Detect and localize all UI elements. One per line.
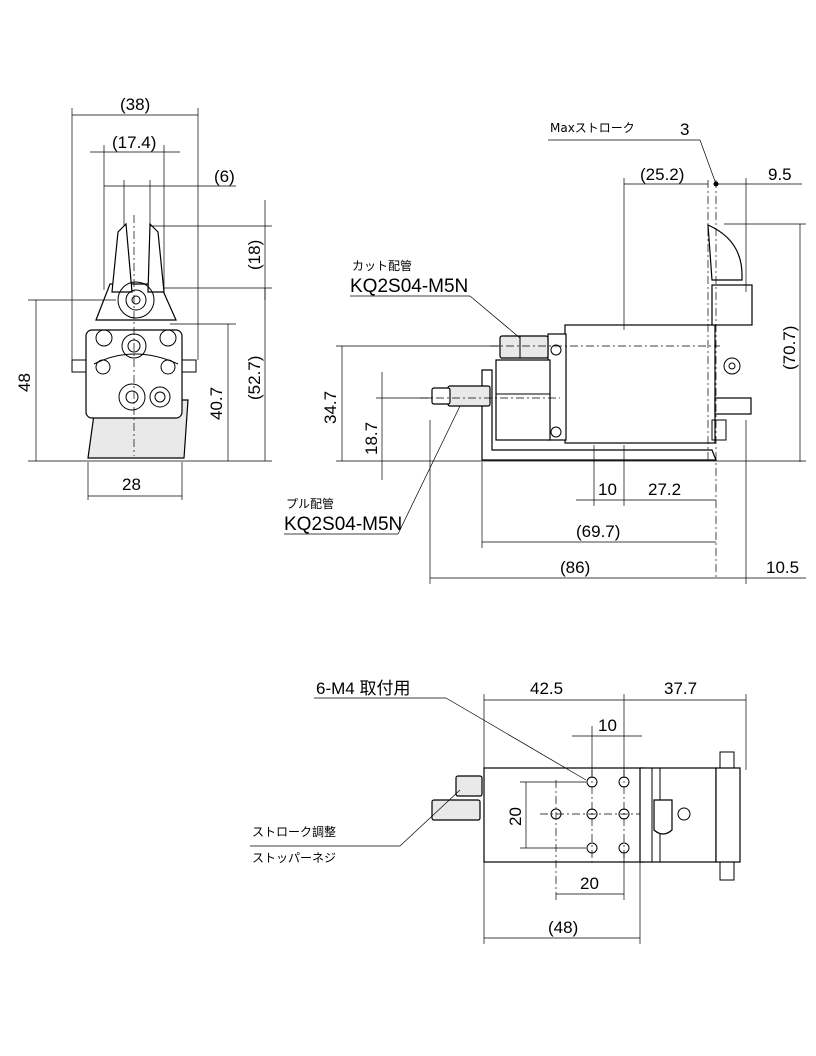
dim-18-text: (18) [245,240,264,270]
pull-pipe-leader [397,405,461,535]
side-screw-head [723,357,741,375]
rear-block [495,359,551,441]
dim-17-4-text: (17.4) [112,133,156,152]
top-jaw-tab [653,799,673,835]
dim-37-7-text: 37.7 [664,679,697,698]
dim-18-7-text: 18.7 [362,422,381,455]
dim-6-text: (6) [214,167,235,186]
max-stroke-leader [699,139,717,185]
pull-pipe-part: KQ2S04-M5N [284,514,402,535]
stroke-adjust-line1: ストローク調整 [252,824,336,839]
screw-right-upper [159,329,177,347]
jaw-plate [707,224,743,281]
pull-fitting-tip [431,387,451,405]
pull-pipe-label: プル配管 [286,496,334,511]
cap-bolt-top [550,344,562,356]
right-side-screw [181,359,197,373]
screw-left-upper [95,329,113,347]
jaw-foot [714,397,752,415]
top-jaw-hole [677,807,691,821]
dim-42-5-text: 42.5 [530,679,563,698]
dim-86-text: (86) [560,558,590,577]
cut-pipe-leader [469,295,521,339]
pivot-outer [117,281,155,319]
dim-52-7-text: (52.7) [245,356,264,400]
dim-top-10-text: 10 [598,716,617,735]
dim-10-text: 10 [598,480,617,499]
dim-70-7-text: (70.7) [780,326,799,370]
port-right [149,386,171,408]
cut-pipe-label: カット配管 [352,258,412,273]
mount-label-leader [445,697,587,781]
top-front-screw-top [719,751,735,769]
dim-27-2-text: 27.2 [648,480,681,499]
top-fitting-upper [455,775,483,797]
dim-48-text: 48 [15,373,34,392]
cut-pipe-part: KQ2S04-M5N [350,276,468,297]
cylinder-body [564,324,716,444]
port-left [118,383,146,411]
top-body [483,767,645,863]
dim-20v-text: 20 [506,807,525,826]
mount-label: 6-M4 取付用 [316,679,410,698]
top-fitting-lower [431,799,481,821]
dim-40-7-text: 40.7 [207,387,226,420]
left-blade [111,222,133,293]
top-front-screw-bottom [719,861,735,881]
port-left-inner [125,390,139,404]
right-blade [147,222,165,293]
left-side-screw [71,359,87,373]
cut-fitting [499,335,549,359]
screw-left-lower [95,359,111,375]
jaw-mount [711,284,753,326]
dim-20h-text: 20 [580,874,599,893]
dim-10-5-text: 10.5 [766,558,799,577]
max-stroke-label: Maxストローク [550,121,635,135]
side-base-plate [481,369,717,461]
top-front-plate [715,767,741,863]
dim-9-5-text: 9.5 [768,165,792,184]
dim-48-top-text: (48) [548,918,578,937]
pivot-middle [125,289,147,311]
screw-right-lower [160,359,176,375]
port-right-inner [154,391,166,403]
front-foot-screw [711,419,727,441]
stroke-adjust-leader [399,789,461,847]
dim-69-7-text: (69.7) [576,522,620,541]
side-view: Maxストローク 3 (25.2) 9.5 (70.7) 34.7 18.7 カ… [284,120,806,584]
cap-bolt-bottom [550,426,562,438]
front-view: (38) (17.4) (6) (18) 48 40.7 (52.7) 28 [15,95,272,500]
dim-34-7-text: 34.7 [321,391,340,424]
max-stroke-value: 3 [680,120,689,139]
dim-28-text: 28 [122,475,141,494]
dim-25-2-text: (25.2) [640,165,684,184]
side-screw-center [728,362,736,370]
dim-38-text: (38) [120,95,150,114]
pull-fitting [447,385,491,407]
pivot-inner [131,295,141,305]
top-view: 6-M4 取付用 42.5 37.7 10 20 20 (48) ストローク調整… [250,679,747,944]
stroke-adjust-line2: ストッパーネジ [252,851,336,865]
